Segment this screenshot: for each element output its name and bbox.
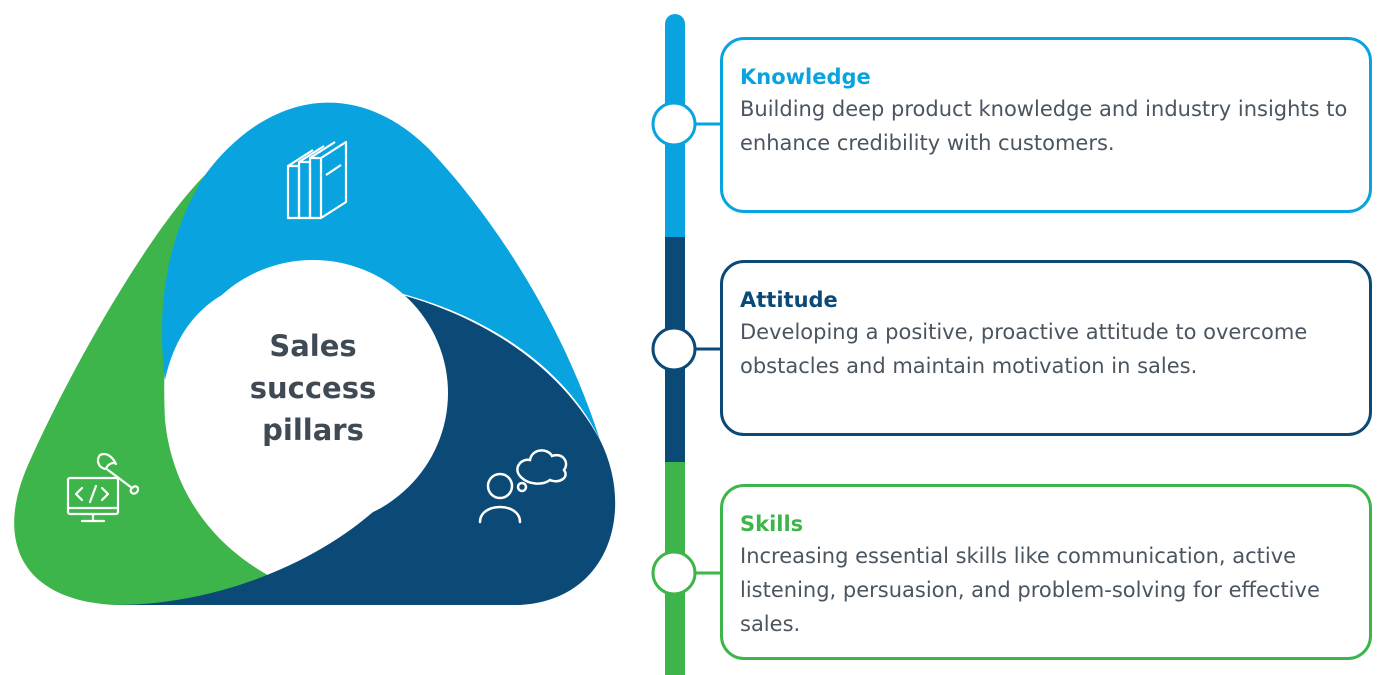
knowledge-title: Knowledge bbox=[740, 65, 871, 89]
node-skills bbox=[651, 550, 697, 596]
skills-description: Increasing essential skills like communi… bbox=[740, 544, 1320, 636]
center-title-line3: pillars bbox=[262, 413, 364, 447]
books-icon bbox=[286, 140, 348, 220]
attitude-title: Attitude bbox=[740, 288, 838, 312]
knowledge-segment bbox=[161, 102, 601, 440]
knowledge-description: Building deep product knowledge and indu… bbox=[740, 97, 1348, 155]
thinking-person-icon bbox=[478, 449, 568, 524]
node-knowledge bbox=[651, 101, 697, 147]
code-monitor-wrench-icon bbox=[66, 452, 140, 523]
skills-segment bbox=[14, 175, 350, 605]
node-attitude bbox=[651, 326, 697, 372]
center-circle bbox=[178, 260, 448, 526]
center-title-line1: Sales bbox=[269, 329, 357, 363]
pillars-triangle-diagram bbox=[14, 102, 616, 605]
attitude-segment bbox=[115, 277, 616, 605]
center-title-line2: success bbox=[249, 371, 377, 405]
skills-title: Skills bbox=[740, 512, 804, 536]
timeline bbox=[651, 14, 722, 675]
skills-card: Skills Increasing essential skills like … bbox=[720, 484, 1372, 660]
attitude-description: Developing a positive, proactive attitud… bbox=[740, 320, 1308, 378]
center-title: Sales success pillars bbox=[208, 325, 418, 451]
attitude-card: Attitude Developing a positive, proactiv… bbox=[720, 260, 1372, 436]
knowledge-card: Knowledge Building deep product knowledg… bbox=[720, 37, 1372, 213]
